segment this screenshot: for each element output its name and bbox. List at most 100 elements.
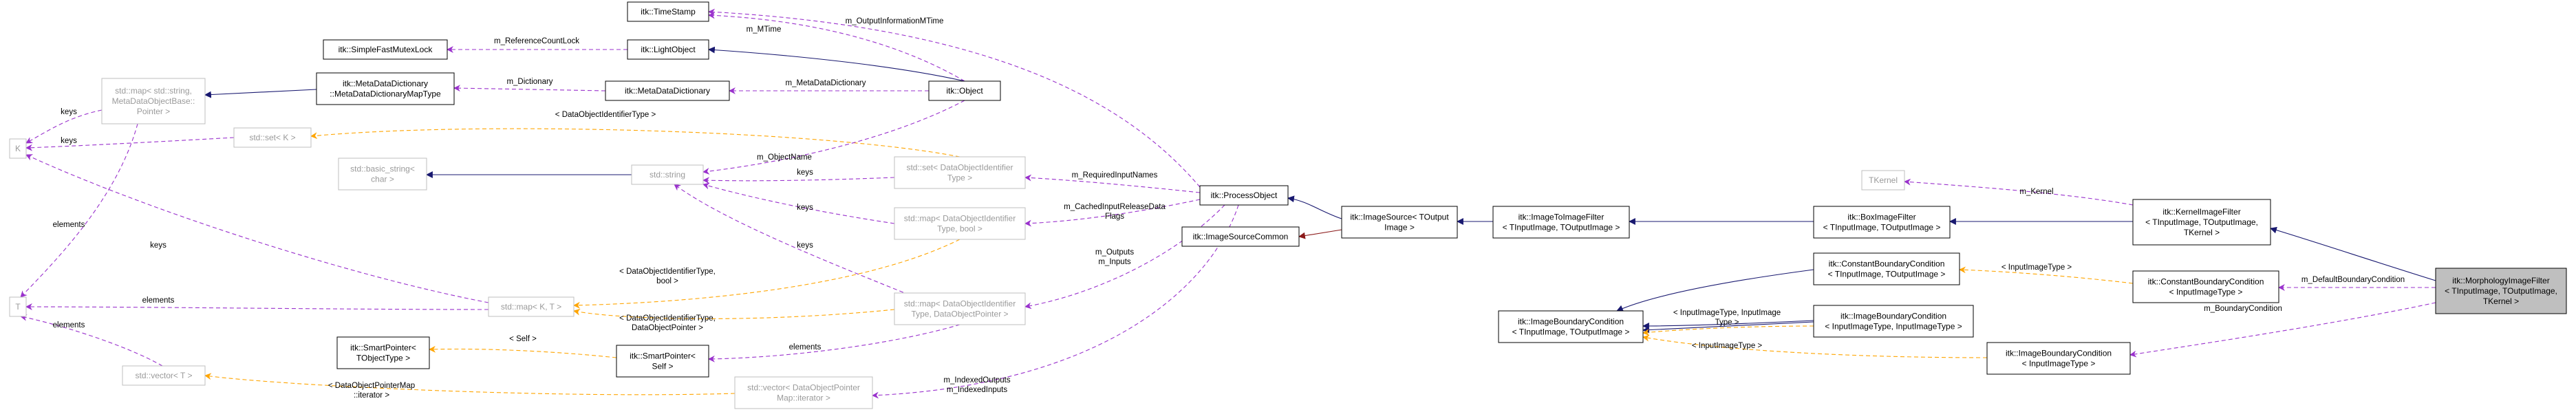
edge-line [204, 89, 317, 98]
class-node-vectorDOP: std::vector< DataObjectPointerMap::itera… [734, 376, 873, 409]
class-name: < InputImageType > [2169, 288, 2243, 297]
edge-line [1642, 321, 1814, 334]
class-node-imagebcI[interactable]: itk::ImageBoundaryCondition< InputImageT… [1986, 342, 2131, 375]
edge-label: elements [53, 321, 85, 329]
edge-inheritance [1287, 195, 1342, 219]
class-node-constbcTT[interactable]: itk::ConstantBoundaryCondition< TInputIm… [1813, 252, 1960, 285]
class-node-mapDOIptr: std::map< DataObjectIdentifierType, Data… [894, 292, 1026, 325]
class-box [1813, 252, 1960, 285]
class-name: std::map< DataObjectIdentifier [904, 299, 1016, 309]
class-node-imagebcTT[interactable]: itk::ImageBoundaryCondition< TInputImage… [1498, 310, 1644, 343]
edge-member: keys [702, 182, 895, 224]
class-name: ::MetaDataDictionaryMapType [330, 89, 441, 99]
class-node-boximagefilter[interactable]: itk::BoxImageFilter< TInputImage, TOutpu… [1813, 206, 1951, 239]
class-name: std::basic_string< [350, 164, 415, 174]
edge-line [708, 324, 960, 362]
class-name: < TInputImage, TOutputImage > [1512, 327, 1630, 337]
edge-member: m_ReferenceCountLock [447, 37, 627, 53]
class-node-constbcI[interactable]: itk::ConstantBoundaryCondition< InputIma… [2132, 270, 2279, 303]
edge-private [1298, 229, 1342, 239]
class-node-smartptrSelf[interactable]: itk::SmartPointer<Self > [616, 345, 709, 378]
edge-line [20, 123, 138, 298]
class-name: itk::ImageToImageFilter [1518, 213, 1604, 222]
edge-template: < DataObjectIdentifierType > [310, 111, 960, 158]
edge-line [708, 12, 965, 82]
edge-member: m_BoundaryCondition [2129, 302, 2436, 358]
edge-member: keys [25, 137, 235, 151]
class-name: std::vector< DataObjectPointer [747, 383, 860, 393]
class-node-metadatadict[interactable]: itk::MetaDataDictionary [605, 80, 730, 101]
edge-line [1024, 204, 1225, 310]
class-box [894, 156, 1026, 189]
class-name: Image > [1384, 223, 1415, 232]
class-node-imagesource[interactable]: itk::ImageSource< TOutputImage > [1341, 206, 1458, 239]
class-node-setDOI: std::set< DataObjectIdentifierType > [894, 156, 1026, 189]
edge-line [708, 46, 965, 82]
edge-line [708, 8, 1201, 188]
edge-line [702, 100, 965, 175]
edge-label: < InputImageType > [2001, 263, 2072, 272]
class-node-smartptrTObj[interactable]: itk::SmartPointer<TObjectType > [336, 336, 430, 369]
edge-label: m_OutputInformationMTime [846, 17, 944, 25]
edge-template: < InputImageType > [1642, 334, 1988, 358]
class-box [2132, 270, 2279, 303]
edge-member: keys [25, 154, 489, 303]
class-node-metadatadictmap[interactable]: itk::MetaDataDictionary::MetaDataDiction… [316, 72, 455, 105]
edge-label: < DataObjectIdentifierType, [619, 314, 716, 323]
class-box [631, 164, 704, 185]
class-node-imagebcII[interactable]: itk::ImageBoundaryCondition< InputImageT… [1813, 305, 1974, 338]
class-node-simplefastmutex[interactable]: itk::SimpleFastMutexLock [323, 39, 448, 60]
class-box [1341, 206, 1458, 239]
edge-label: elements [53, 221, 85, 229]
edge-label: m_ReferenceCountLock [494, 37, 579, 45]
edge-line [204, 373, 736, 395]
edge-template: < InputImageType > [1959, 263, 2134, 284]
edge-template: < DataObjectIdentifierType,DataObjectPoi… [573, 308, 895, 332]
edge-label: elements [142, 296, 175, 305]
class-node-timestamp[interactable]: itk::TimeStamp [627, 1, 709, 22]
edge-label: m_CachedInputReleaseData [1064, 203, 1166, 211]
edge-line [872, 204, 1239, 399]
class-box [1199, 185, 1289, 206]
class-name: < TInputImage, TOutputImage > [1503, 223, 1620, 232]
class-name: std::map< DataObjectIdentifier [904, 214, 1016, 224]
class-name: Self > [652, 362, 673, 371]
edge-member: keys [702, 169, 895, 184]
class-name: Map::iterator > [777, 393, 830, 403]
edges-layer: m_OutputInformationMTimem_MTimem_Referen… [20, 8, 2436, 400]
class-name: itk::ConstantBoundaryCondition [2148, 277, 2264, 287]
class-name: std::string [650, 170, 685, 180]
edge-label: Flags [1105, 213, 1124, 221]
class-node-kernelimagefilter[interactable]: itk::KernelImageFilter< TInputImage, TOu… [2132, 199, 2271, 246]
edge-member: m_OutputInformationMTime [708, 8, 1201, 188]
class-node-object[interactable]: itk::Object [928, 80, 1001, 101]
class-box [1181, 226, 1300, 247]
class-node-setK: std::set< K > [233, 127, 312, 148]
edge-member: keys [674, 184, 930, 303]
class-box [734, 376, 873, 409]
edge-line [1642, 325, 1814, 336]
class-box [316, 72, 455, 105]
class-node-lightobject[interactable]: itk::LightObject [627, 39, 709, 60]
class-node-processobject[interactable]: itk::ProcessObject [1199, 185, 1289, 206]
edge-label: < DataObjectPointerMap [328, 382, 415, 390]
class-box [233, 127, 312, 148]
edge-member: elements [20, 123, 138, 298]
edge-member: m_RequiredInputNames [1024, 171, 1201, 193]
class-box [2435, 268, 2567, 314]
class-node-morph[interactable]: itk::MorphologyImageFilter< TInputImage,… [2435, 268, 2567, 314]
class-box [1813, 206, 1951, 239]
edge-member: keys [25, 108, 103, 144]
edge-label: keys [797, 169, 813, 177]
edge-line [25, 137, 235, 151]
class-name: itk::MetaDataDictionary [343, 79, 428, 89]
class-box [488, 296, 575, 317]
edge-label: keys [150, 241, 167, 250]
class-node-imagesourcecommon[interactable]: itk::ImageSourceCommon [1181, 226, 1300, 247]
class-box [894, 207, 1026, 240]
class-box [9, 296, 27, 317]
class-node-mapstring: std::map< std::string,MetaDataObjectBase… [101, 78, 206, 124]
class-node-imagetoimagefilter[interactable]: itk::ImageToImageFilter< TInputImage, TO… [1492, 206, 1630, 239]
